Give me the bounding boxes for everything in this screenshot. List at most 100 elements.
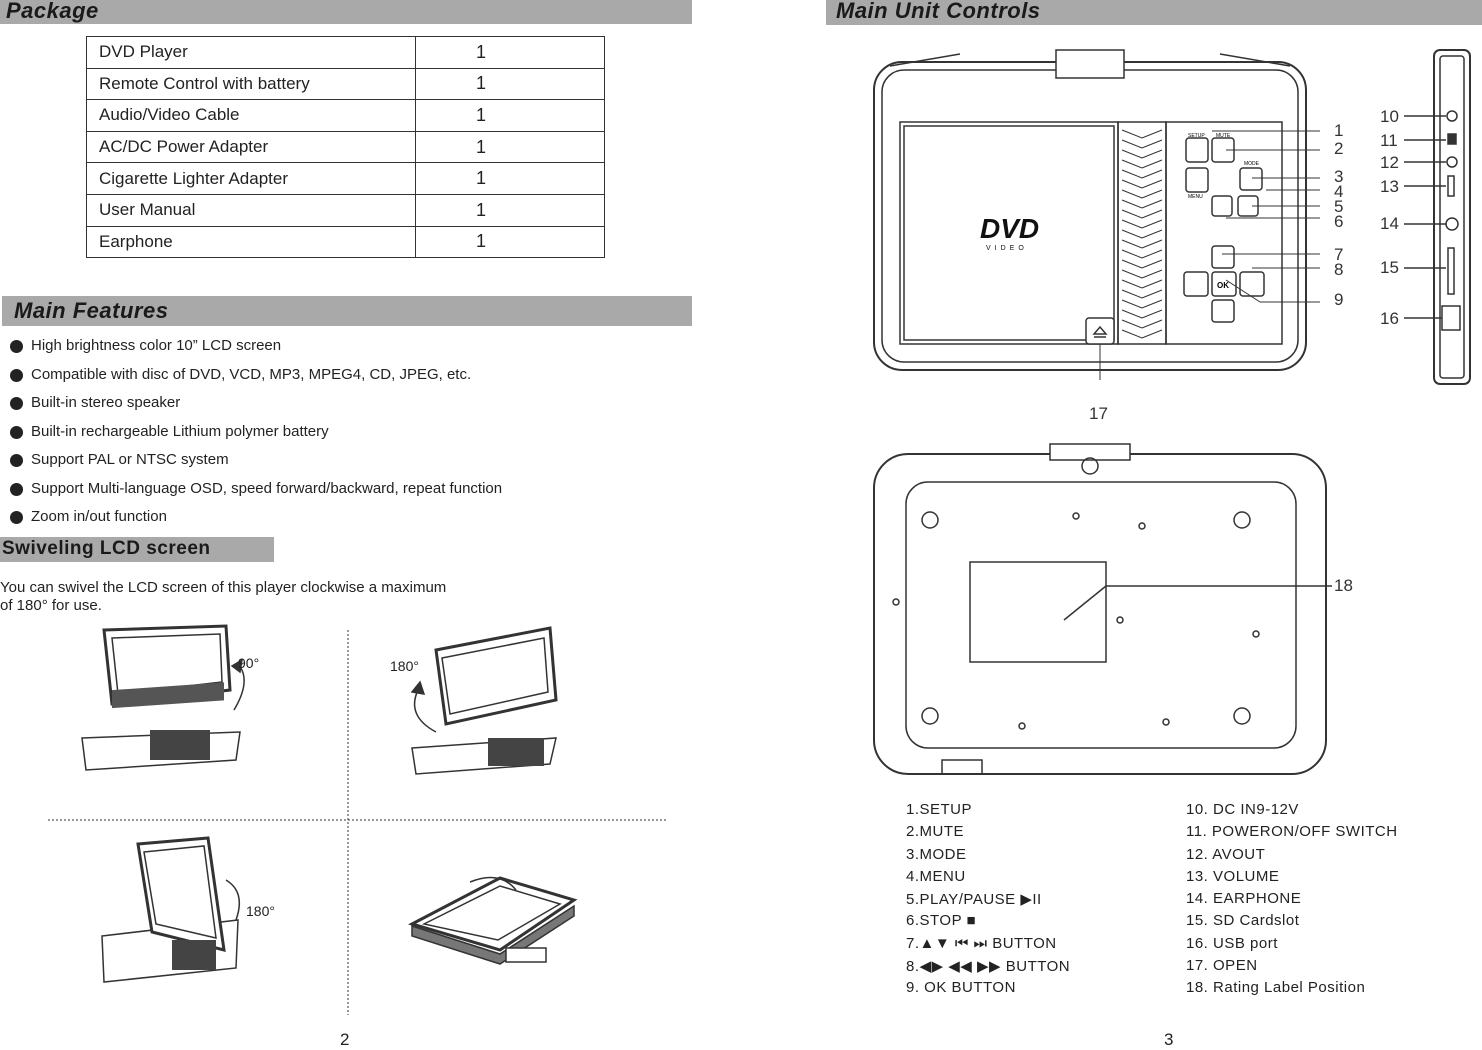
item-qty: 1: [415, 193, 605, 227]
list-item: 3.MODE: [906, 845, 967, 863]
callout-10: 10: [1380, 107, 1399, 126]
item-name: DVD Player: [86, 36, 416, 69]
item-qty: 1: [415, 162, 605, 195]
list-item: Built-in rechargeable Lithium polymer ba…: [10, 423, 502, 452]
mode-label: MODE: [1244, 161, 1260, 167]
list-item: 8.◀▶ ◀◀ ▶▶ BUTTON: [906, 958, 1071, 976]
list-item: 18. Rating Label Position: [1186, 979, 1366, 997]
callout-6: 6: [1334, 212, 1344, 231]
list-item: 11. POWERON/OFF SWITCH: [1186, 823, 1398, 841]
item-name: Audio/Video Cable: [86, 99, 416, 132]
list-item: Built-in stereo speaker: [10, 394, 502, 423]
mute-label: MUTE: [1216, 133, 1231, 139]
callout-15: 15: [1380, 258, 1399, 277]
bullet-icon: [10, 425, 23, 439]
controls-list-left: 1.SETUP 2.MUTE 3.MODE 4.MENU 5.PLAY/PAUS…: [906, 801, 1070, 1002]
bullet-icon: [10, 340, 23, 353]
swivel-90-illustration: [81, 624, 245, 771]
controls-heading-bar: Main Unit Controls: [826, 0, 1482, 25]
item-name: Remote Control with battery: [86, 67, 416, 101]
list-item: Support PAL or NTSC system: [10, 451, 502, 480]
swivel-closed-illustration: [408, 876, 578, 965]
callout-2: 2: [1334, 139, 1344, 158]
dvd-logo: DVD: [980, 213, 1039, 244]
item-name: Cigarette Lighter Adapter: [86, 162, 416, 195]
angle-label: 180°: [390, 658, 419, 674]
ok-label: OK: [1217, 281, 1229, 290]
bullet-icon: [10, 482, 23, 496]
list-item: High brightness color 10” LCD screen: [10, 337, 502, 366]
item-qty: 1: [415, 36, 605, 69]
list-item: 14. EARPHONE: [1186, 890, 1302, 908]
list-item: 4.MENU: [906, 867, 966, 885]
swivel-heading-bar: Swiveling LCD screen: [0, 537, 274, 562]
list-item: Support Multi-language OSD, speed forwar…: [10, 480, 502, 509]
side-view-diagram: [1404, 49, 1471, 385]
list-item: 17. OPEN: [1186, 957, 1258, 975]
angle-label: 90°: [238, 655, 260, 671]
callout-12: 12: [1380, 153, 1399, 172]
callout-18: 18: [1334, 576, 1353, 595]
list-item: 16. USB port: [1186, 934, 1278, 952]
swivel-180-illustration-a: [410, 626, 558, 775]
controls-heading: Main Unit Controls: [836, 0, 1041, 23]
list-item: 9. OK BUTTON: [906, 979, 1016, 997]
swivel-180-illustration-b: [101, 836, 241, 983]
list-item: 12. AVOUT: [1186, 845, 1266, 863]
callout-4: 4: [1334, 182, 1344, 201]
callout-1: 1: [1334, 121, 1344, 140]
list-item: 5.PLAY/PAUSE ▶II: [906, 891, 1042, 909]
page-number: 3: [1164, 1030, 1174, 1049]
callout-16: 16: [1380, 309, 1399, 328]
item-qty: 1: [415, 67, 605, 101]
menu-label: MENU: [1188, 194, 1203, 200]
angle-label: 180°: [246, 903, 275, 919]
callout-5: 5: [1334, 197, 1344, 216]
bullet-icon: [10, 511, 23, 524]
callout-13: 13: [1380, 177, 1399, 196]
list-item: 2.MUTE: [906, 823, 965, 841]
callout-7: 7: [1334, 245, 1344, 264]
item-name: User Manual: [86, 193, 416, 227]
features-heading: Main Features: [14, 298, 169, 323]
callout-3: 3: [1334, 167, 1344, 186]
list-item: 10. DC IN9-12V: [1186, 801, 1299, 818]
features-heading-bar: Main Features: [2, 296, 692, 326]
page-number: 2: [340, 1030, 350, 1049]
callout-8: 8: [1334, 260, 1344, 279]
back-view-diagram: [873, 443, 1332, 775]
features-list: High brightness color 10” LCD screen Com…: [10, 337, 502, 537]
list-item: 13. VOLUME: [1186, 867, 1280, 885]
swivel-illustrations: [48, 624, 666, 1015]
list-item: Compatible with disc of DVD, VCD, MP3, M…: [10, 366, 502, 395]
callout-17: 17: [1089, 404, 1108, 423]
item-name: Earphone: [86, 225, 416, 259]
bullet-icon: [10, 368, 23, 382]
callout-9: 9: [1334, 290, 1344, 309]
controls-list-right: 10. DC IN9-12V 11. POWERON/OFF SWITCH 12…: [1186, 801, 1398, 1002]
item-qty: 1: [415, 130, 605, 164]
bullet-icon: [10, 454, 23, 467]
item-qty: 1: [415, 99, 605, 132]
package-heading-bar: Package: [0, 0, 692, 24]
bullet-icon: [10, 397, 23, 410]
list-item: 15. SD Cardslot: [1186, 912, 1300, 930]
swivel-description: You can swivel the LCD screen of this pl…: [0, 579, 447, 614]
front-view-diagram: DVD VIDEO SETUP MUTE MODE MENU OK: [873, 49, 1320, 380]
callout-14: 14: [1380, 214, 1399, 233]
package-heading: Package: [6, 0, 99, 23]
list-item: 6.STOP ■: [906, 912, 977, 930]
setup-label: SETUP: [1188, 133, 1205, 139]
swivel-heading: Swiveling LCD screen: [2, 538, 211, 559]
list-item: Zoom in/out function: [10, 508, 502, 537]
list-item: 1.SETUP: [906, 801, 973, 818]
dvd-logo-sub: VIDEO: [986, 245, 1028, 252]
